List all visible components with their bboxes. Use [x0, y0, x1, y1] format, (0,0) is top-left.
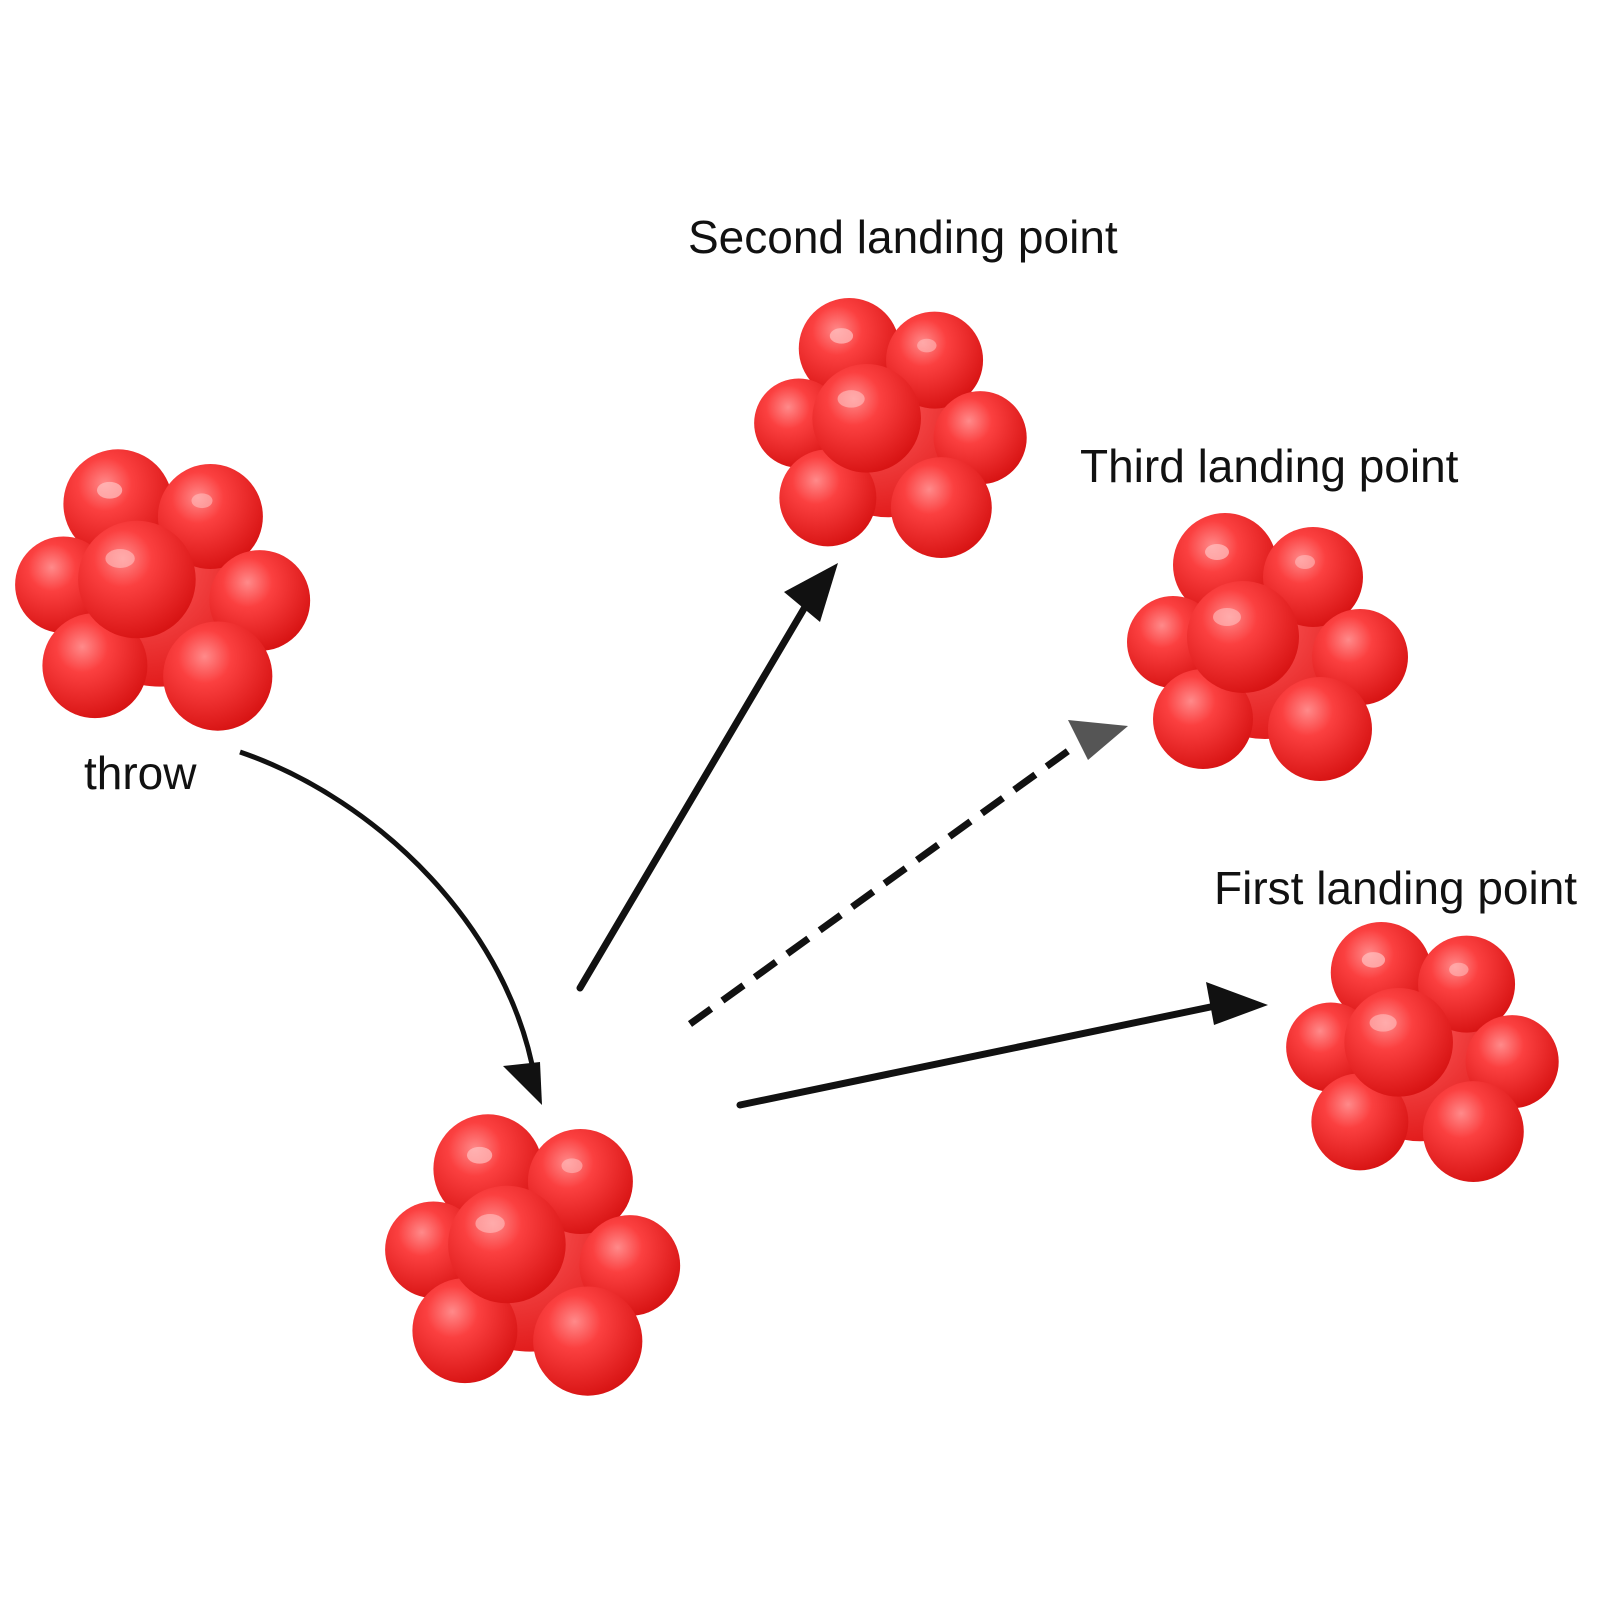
- label-throw: throw: [84, 747, 197, 799]
- throw-arrowhead: [503, 1062, 542, 1105]
- first-arrow: [736, 1001, 1224, 1109]
- throw-arrow: [239, 749, 538, 1081]
- ball-second: [754, 298, 1027, 558]
- label-first-landing-point: First landing point: [1214, 862, 1578, 914]
- first-arrowhead: [1206, 982, 1268, 1025]
- second-arrowhead: [784, 563, 838, 622]
- ball-impact: [385, 1114, 681, 1396]
- label-third-landing-point: Third landing point: [1080, 440, 1459, 492]
- label-second-landing-point: Second landing point: [688, 211, 1118, 263]
- third-arrow: [687, 743, 1078, 1027]
- second-arrow: [576, 586, 819, 992]
- ball-first: [1286, 922, 1559, 1182]
- third-arrowhead: [1068, 720, 1128, 760]
- ball-throw: [15, 449, 311, 731]
- ball-third: [1127, 513, 1408, 781]
